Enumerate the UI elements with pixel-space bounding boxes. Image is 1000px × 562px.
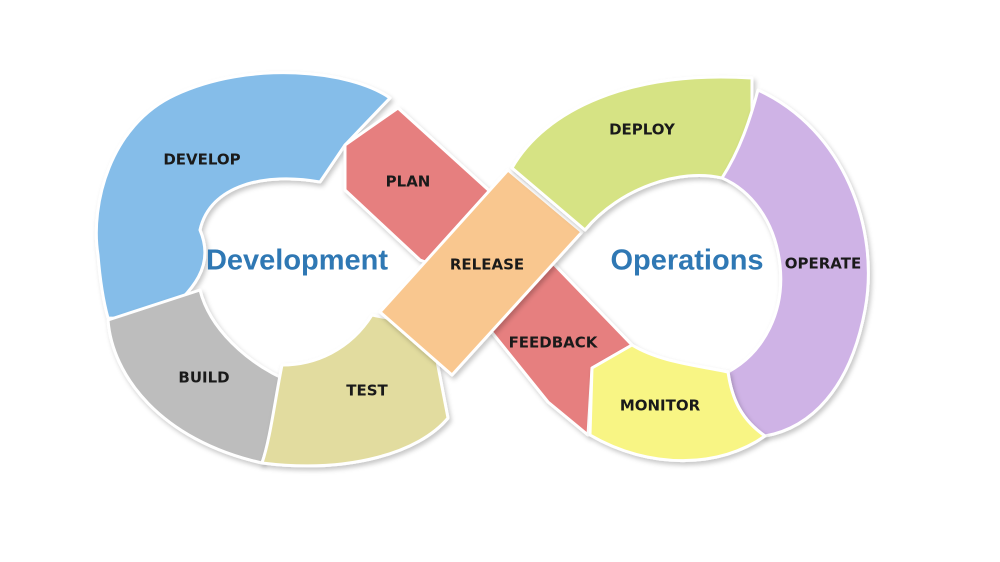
label-monitor: MONITOR	[620, 397, 701, 415]
label-build: BUILD	[178, 369, 229, 387]
development-hub-title: Development	[206, 245, 388, 277]
segment-test	[260, 313, 450, 468]
segment-release	[378, 168, 584, 377]
label-test: TEST	[346, 382, 388, 400]
label-deploy: DEPLOY	[609, 121, 676, 139]
label-feedback: FEEDBACK	[509, 334, 599, 352]
label-plan: PLAN	[386, 173, 431, 191]
segment-develop	[94, 71, 392, 322]
operations-hub-title: Operations	[610, 245, 763, 277]
label-develop: DEVELOP	[163, 151, 240, 169]
label-release: RELEASE	[450, 256, 524, 274]
label-operate: OPERATE	[785, 255, 861, 273]
segment-monitor	[588, 343, 767, 463]
